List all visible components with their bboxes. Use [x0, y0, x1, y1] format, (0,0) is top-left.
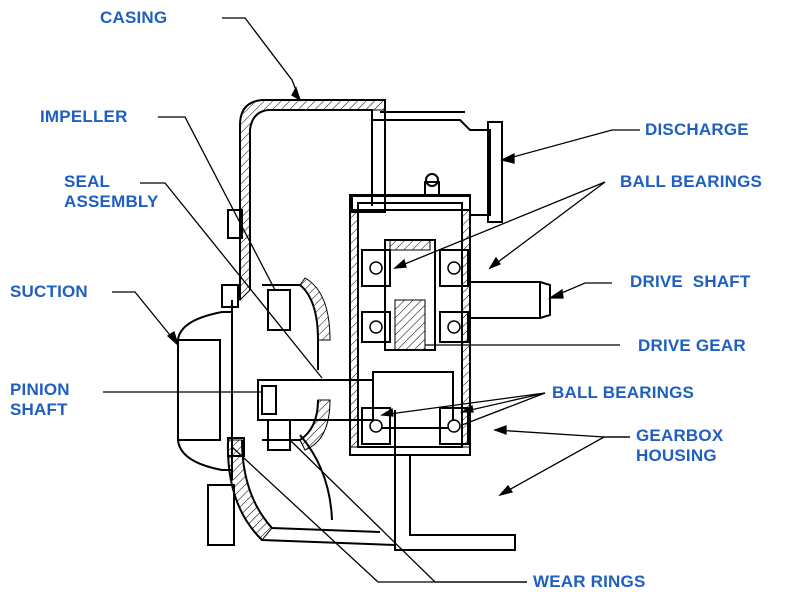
section-hatching — [227, 99, 471, 541]
label-seal-assembly-line1: SEAL — [64, 172, 111, 191]
leader-lines — [103, 17, 640, 583]
label-pinion-shaft-line2: SHAFT — [10, 400, 68, 419]
label-impeller: IMPELLER — [40, 107, 128, 126]
label-gearbox-housing: GEARBOX HOUSING — [636, 426, 723, 466]
label-ball-bearings-bottom: BALL BEARINGS — [552, 383, 695, 402]
bearing-balls — [369, 261, 461, 433]
label-suction: SUCTION — [10, 282, 88, 301]
label-ball-bearings-top: BALL BEARINGS — [620, 172, 763, 191]
label-drive-shaft: DRIVE SHAFT — [630, 272, 751, 291]
label-pinion-shaft-line1: PINION — [10, 380, 70, 399]
label-wear-rings: WEAR RINGS — [533, 572, 646, 591]
label-discharge: DISCHARGE — [645, 120, 749, 139]
label-casing: CASING — [100, 8, 168, 27]
label-pinion-shaft: PINION SHAFT — [10, 380, 70, 420]
label-seal-assembly-line2: ASSEMBLY — [64, 192, 159, 211]
label-gearbox-housing-line1: GEARBOX — [636, 426, 724, 445]
label-seal-assembly: SEAL ASSEMBLY — [64, 172, 159, 212]
label-gearbox-housing-line2: HOUSING — [636, 446, 717, 465]
label-drive-gear: DRIVE GEAR — [638, 336, 746, 355]
